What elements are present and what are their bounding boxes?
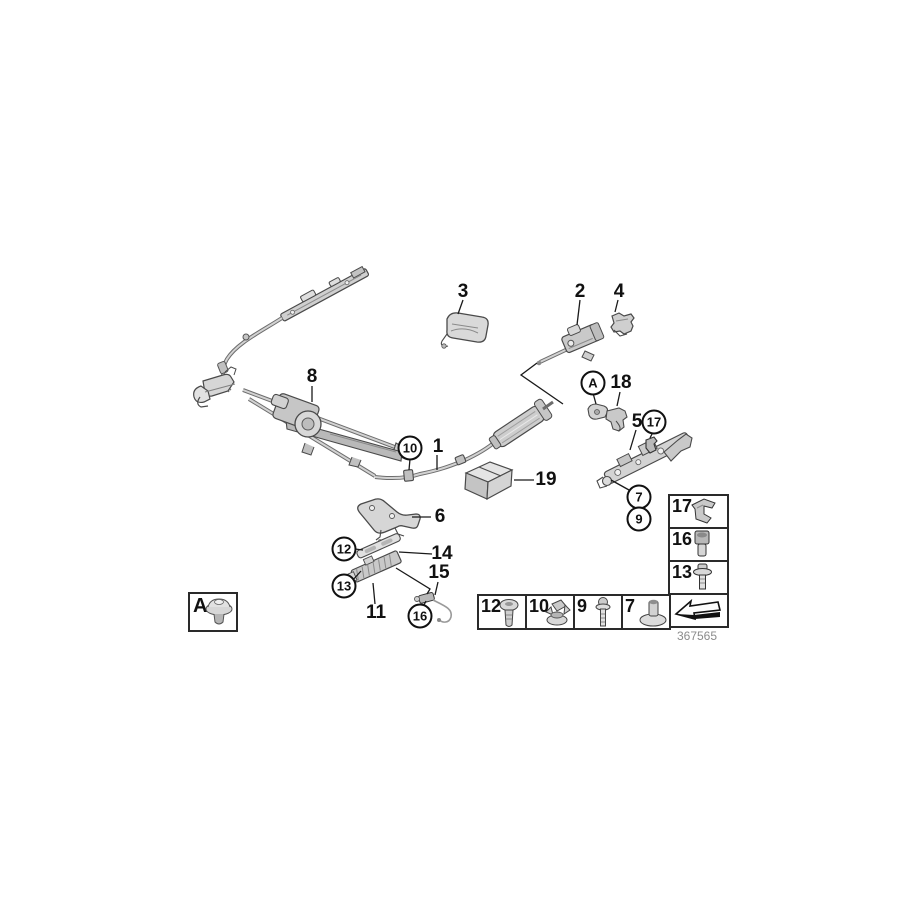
callout-1[interactable]: 1 xyxy=(432,436,444,457)
fastener-row-13[interactable]: 13 xyxy=(670,560,727,593)
callout-circle-a[interactable]: A xyxy=(580,370,606,396)
callout-18[interactable]: 18 xyxy=(610,372,632,393)
seal-strip-14 xyxy=(356,533,401,559)
doc-number: 367565 xyxy=(676,629,718,643)
callout-4[interactable]: 4 xyxy=(613,281,625,302)
bracket-18 xyxy=(605,407,628,432)
switch-cable-15 xyxy=(414,592,453,623)
socket-bolt-icon xyxy=(694,530,710,557)
fastener-cell-12[interactable]: 12 xyxy=(479,596,525,628)
drive-unit-2 xyxy=(536,322,605,366)
fastener-num-17: 17 xyxy=(672,496,693,516)
flange-screw-icon xyxy=(595,597,611,627)
callout-3[interactable]: 3 xyxy=(457,281,469,302)
corner-bracket-icon xyxy=(691,498,716,524)
cable-stub xyxy=(542,400,554,411)
fastener-num-9: 9 xyxy=(577,596,588,616)
callout-19[interactable]: 19 xyxy=(535,469,557,490)
fastener-num-7: 7 xyxy=(625,596,636,616)
callout-14[interactable]: 14 xyxy=(431,543,453,564)
callout-circle-9[interactable]: 9 xyxy=(626,506,652,532)
bracket-6 xyxy=(357,498,421,543)
plastic-rivet-icon xyxy=(205,598,233,625)
cable-sleeve-cylinder xyxy=(488,398,553,450)
legend-a-label: A xyxy=(193,595,208,617)
expansion-rivet-icon xyxy=(545,599,571,626)
callout-circle-12[interactable]: 12 xyxy=(331,536,357,562)
legend-box-a[interactable]: A xyxy=(188,592,238,632)
callout-15[interactable]: 15 xyxy=(428,562,450,583)
fastener-num-16: 16 xyxy=(672,529,693,549)
deflector-bracket-left xyxy=(193,366,237,408)
grommet-nut-icon xyxy=(639,599,667,627)
callout-8[interactable]: 8 xyxy=(306,366,318,387)
callout-circle-13[interactable]: 13 xyxy=(331,573,357,599)
fastener-table-bottom: 12 10 9 xyxy=(477,594,671,630)
fastener-num-12: 12 xyxy=(481,596,502,616)
fastener-cell-9[interactable]: 9 xyxy=(573,596,621,628)
callout-6[interactable]: 6 xyxy=(434,506,446,527)
fastener-row-arrow[interactable] xyxy=(670,593,727,626)
callout-11[interactable]: 11 xyxy=(365,602,387,623)
repair-kit-box-19 xyxy=(464,461,514,501)
callout-circle-10[interactable]: 10 xyxy=(397,435,423,461)
fastener-table-right: 17 16 13 xyxy=(668,494,729,628)
fastener-cell-10[interactable]: 10 xyxy=(525,596,573,628)
flange-bolt-icon xyxy=(693,563,712,590)
guide-rail-front-left xyxy=(280,265,370,322)
fastener-cell-7[interactable]: 7 xyxy=(621,596,669,628)
cover-plate-3 xyxy=(440,312,489,349)
leader-lines xyxy=(311,299,654,608)
callout-2[interactable]: 2 xyxy=(574,281,586,302)
clip-part-a xyxy=(587,403,609,420)
callout-circle-16[interactable]: 16 xyxy=(407,603,433,629)
fastener-row-16[interactable]: 16 xyxy=(670,527,727,560)
direction-arrow-icon xyxy=(674,598,721,621)
fastener-num-13: 13 xyxy=(672,562,693,582)
cable-assembly-1 xyxy=(374,439,498,482)
callout-5[interactable]: 5 xyxy=(631,411,643,432)
callout-circle-17[interactable]: 17 xyxy=(641,409,667,435)
bracket-4 xyxy=(610,312,635,337)
pan-head-screw-icon xyxy=(499,599,519,627)
guide-rail-right-5 xyxy=(596,432,693,489)
fastener-row-17[interactable]: 17 xyxy=(670,496,727,527)
fastener-num-10: 10 xyxy=(529,596,550,616)
sunroof-motor xyxy=(270,393,403,468)
